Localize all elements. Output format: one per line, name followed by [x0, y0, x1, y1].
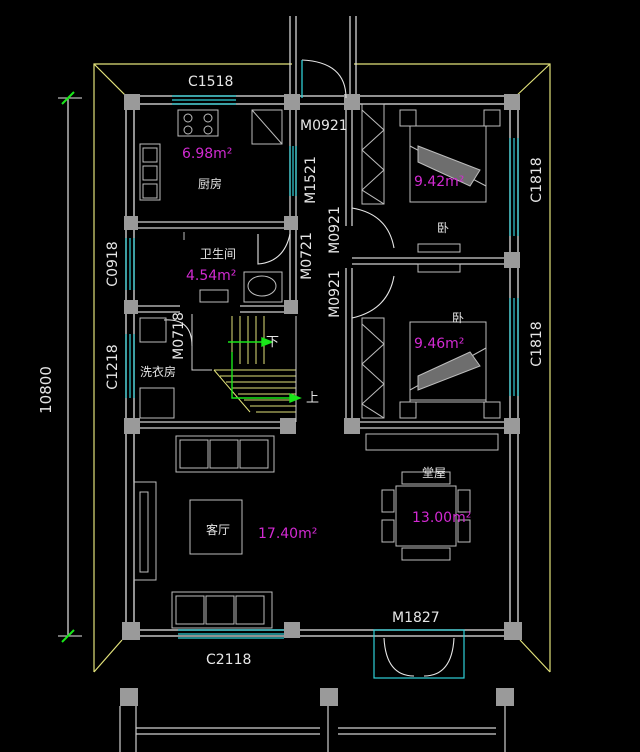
window-label-bedroom-bottom-right: C1818: [529, 321, 545, 366]
porch: [119, 706, 506, 752]
windows: [125, 60, 519, 679]
room-name-kitchen: 厨房: [198, 176, 222, 191]
door-labels: M0921 M0721 M0921 M0921 M0718 M1827: [171, 118, 440, 626]
room-name-living: 客厅: [206, 522, 230, 537]
window-label-bottom-living: C2118: [206, 652, 251, 668]
bedroom-furniture: [417, 243, 461, 273]
coffee-table: [189, 499, 243, 555]
stair-outline: [191, 314, 297, 422]
stair-label-up: 上: [306, 391, 319, 406]
room-area-bedroom-top: 9.42m²: [414, 174, 464, 190]
door-swings: [163, 59, 455, 677]
window-label-bedroom-top-right: C1818: [529, 157, 545, 202]
window-label-kitchen-right: M1521: [303, 156, 319, 204]
room-name-bath: 卫生间: [200, 247, 236, 261]
sofas: [171, 435, 275, 629]
room-areas: 6.98m² 4.54m² 9.42m² 9.46m² 17.40m² 13.0…: [182, 146, 471, 542]
door-label-bedroom-bottom: M0921: [327, 270, 343, 318]
top-extension: [289, 16, 357, 98]
stair-arrows: [228, 336, 302, 404]
stair-labels: 下 上: [266, 335, 319, 406]
window-label-left-bath: C0918: [105, 241, 121, 286]
dining-set: [381, 471, 471, 561]
stair-label-down: 下: [266, 335, 279, 350]
door-label-bath: M0721: [299, 232, 315, 280]
room-area-kitchen: 6.98m²: [182, 146, 232, 162]
room-names: 厨房 卫生间 洗衣房 卧 卧 客厅 堂屋: [140, 176, 464, 537]
wardrobes: [361, 103, 499, 451]
room-area-living: 17.40m²: [258, 526, 317, 542]
room-name-hall: 堂屋: [422, 466, 446, 480]
room-name-bedroom-top: 卧: [437, 221, 449, 235]
room-name-bedroom-bottom: 卧: [452, 311, 464, 325]
door-label-entrance: M1827: [392, 610, 440, 626]
bath-fixtures: [183, 232, 283, 303]
door-label-laundry: M0718: [171, 312, 187, 360]
pillars: [120, 94, 522, 706]
dimension-line: [58, 91, 82, 643]
roof-outline: [93, 63, 551, 673]
window-labels: C1518 M1521 C0918 C1218 C1818 C1818 C211…: [105, 74, 545, 668]
room-area-bedroom-bottom: 9.46m²: [414, 336, 464, 352]
tv-cabinet: [133, 481, 157, 581]
bed-top: [399, 109, 501, 203]
bed-bottom: [399, 321, 501, 419]
door-label-bedroom-top: M0921: [327, 206, 343, 254]
room-area-hall: 13.00m²: [412, 510, 471, 526]
window-label-left-laundry: C1218: [105, 344, 121, 389]
room-area-bath: 4.54m²: [186, 268, 236, 284]
window-label-top: C1518: [188, 74, 233, 90]
door-label-kitchen: M0921: [300, 118, 348, 134]
laundry-fixtures: [139, 317, 175, 419]
room-name-laundry: 洗衣房: [140, 364, 176, 379]
kitchen-stove: [139, 109, 283, 201]
dimension-label: 10800: [37, 366, 55, 414]
